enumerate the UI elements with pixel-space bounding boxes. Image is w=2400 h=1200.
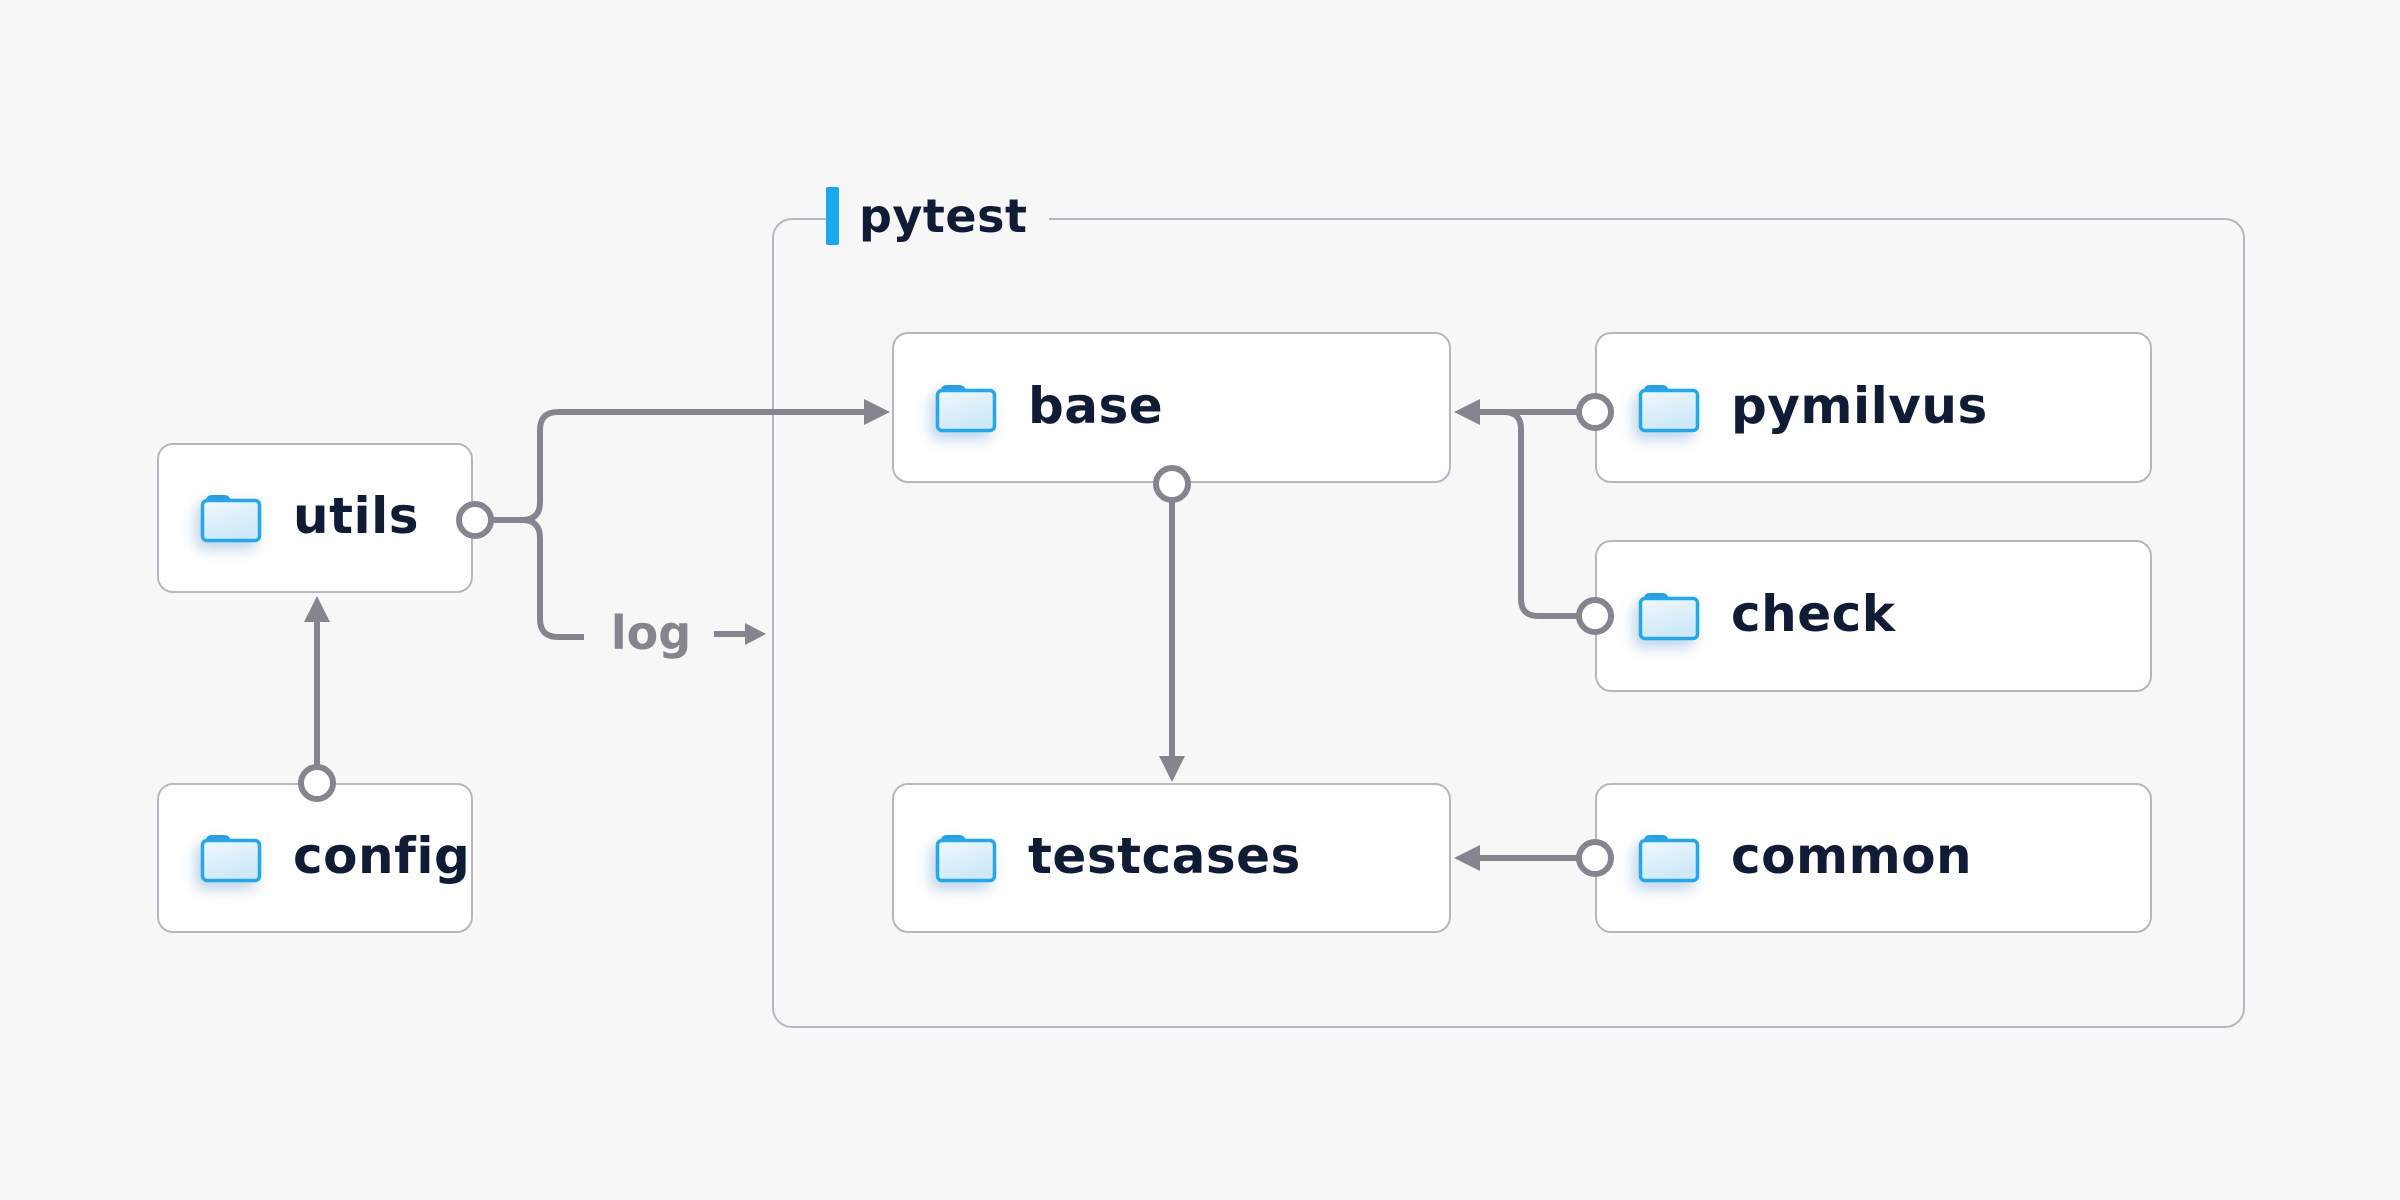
pytest-group-container — [772, 218, 2245, 1028]
node-label: utils — [293, 487, 420, 545]
folder-icon — [1637, 382, 1701, 434]
node-common: common — [1595, 783, 2152, 933]
node-label: check — [1731, 585, 1896, 643]
node-utils: utils — [157, 443, 473, 593]
node-label: common — [1731, 827, 1973, 885]
node-label: base — [1028, 376, 1164, 435]
node-check: check — [1595, 540, 2152, 692]
group-title: pytest — [859, 189, 1028, 243]
log-edge-label: log — [610, 606, 692, 660]
folder-icon — [199, 832, 263, 884]
node-pymilvus: pymilvus — [1595, 332, 2152, 483]
folder-icon — [1637, 832, 1701, 884]
node-label: testcases — [1028, 827, 1301, 885]
folder-icon — [934, 832, 998, 884]
node-label: pymilvus — [1731, 376, 1988, 435]
edge-config-utils — [298, 596, 336, 802]
accent-bar — [826, 187, 839, 245]
node-base: base — [892, 332, 1451, 483]
folder-icon — [199, 492, 263, 544]
node-config: config — [157, 783, 473, 933]
pytest-group-label: pytest — [826, 184, 1050, 248]
folder-icon — [1637, 590, 1701, 642]
node-label: config — [293, 827, 471, 885]
node-testcases: testcases — [892, 783, 1451, 933]
folder-icon — [934, 382, 998, 434]
